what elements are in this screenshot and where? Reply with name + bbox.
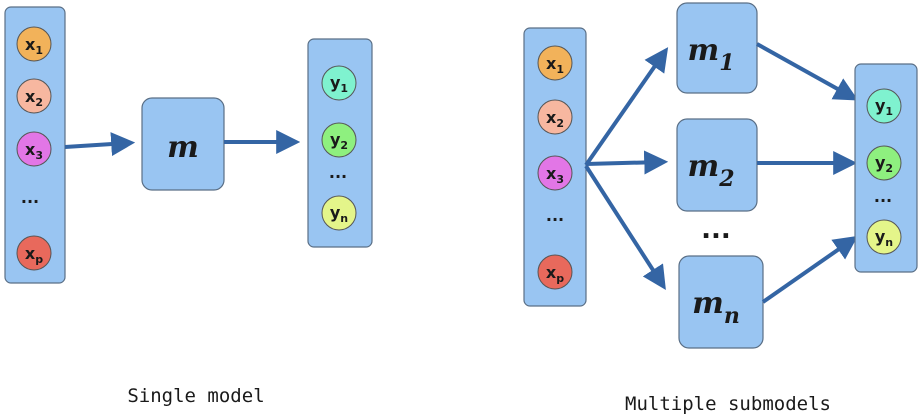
right-model-box-1 [676, 2, 758, 94]
svg-text:y2: y2 [330, 130, 348, 152]
model-subscript: 1 [719, 50, 734, 76]
node-subscript: 1 [35, 44, 43, 57]
node-circle [16, 131, 52, 167]
node-label: x [25, 35, 36, 54]
node-circle [537, 155, 573, 191]
left-input-x3: x3 [16, 131, 52, 167]
left-output-ellipsis: ... [329, 163, 347, 182]
node-label: x [546, 54, 557, 73]
svg-text:x3: x3 [546, 164, 564, 186]
node-circle [321, 122, 357, 158]
left-output-y2: y2 [321, 122, 357, 158]
node-subscript: 3 [556, 173, 564, 186]
model-label: m [692, 286, 724, 321]
node-label: y [330, 73, 341, 92]
left-output-yn: yn [321, 195, 357, 231]
left-model-label: m [167, 130, 199, 165]
svg-text:x1: x1 [546, 54, 564, 76]
node-subscript: 2 [556, 117, 564, 130]
node-circle [866, 219, 902, 255]
svg-text:yn: yn [330, 203, 348, 225]
node-subscript: p [556, 272, 564, 285]
node-label: x [546, 164, 557, 183]
svg-text:y2: y2 [875, 153, 893, 175]
left-output-y1: y1 [321, 65, 357, 101]
model-subscript: n [724, 303, 740, 329]
svg-text:y1: y1 [875, 96, 893, 118]
svg-text:yn: yn [875, 227, 893, 249]
right-input-ellipsis: ... [546, 206, 564, 225]
node-label: x [546, 263, 557, 282]
node-label: y [875, 227, 886, 246]
model-label: m [687, 33, 719, 68]
node-circle [321, 195, 357, 231]
svg-text:m2: m2 [687, 149, 734, 192]
model-label: m [687, 149, 719, 184]
node-label: x [25, 140, 36, 159]
node-subscript: 1 [556, 63, 564, 76]
node-subscript: 1 [885, 105, 893, 118]
node-subscript: 2 [35, 96, 43, 109]
right-output-y2: y2 [866, 145, 902, 181]
node-subscript: 1 [340, 82, 348, 95]
node-subscript: n [885, 236, 893, 249]
node-circle [866, 88, 902, 124]
left-arrow-input-to-model [64, 132, 136, 157]
node-circle [16, 235, 52, 271]
svg-text:m: m [167, 130, 199, 165]
node-subscript: 2 [885, 162, 893, 175]
node-label: y [330, 203, 341, 222]
right-arrow-m1-to-y1 [756, 42, 859, 101]
left-input-x1: x1 [16, 26, 52, 62]
right-arrow-input-to-m1 [584, 47, 669, 167]
node-label: y [330, 130, 341, 149]
right-model-ellipsis: ... [701, 215, 731, 245]
node-label: x [25, 87, 36, 106]
svg-text:x3: x3 [25, 140, 43, 162]
left-input-xp: xp [16, 235, 52, 271]
node-circle [537, 254, 573, 290]
svg-text:y1: y1 [330, 73, 348, 95]
right-output-yn: yn [866, 219, 902, 255]
left-input-x2: x2 [16, 78, 52, 114]
node-circle [537, 45, 573, 81]
right-input-x3: x3 [537, 155, 573, 191]
svg-text:x1: x1 [25, 35, 43, 57]
svg-text:mn: mn [692, 286, 740, 329]
right-input-x1: x1 [537, 45, 573, 81]
svg-text:x2: x2 [25, 87, 43, 109]
node-label: y [875, 96, 886, 115]
right-arrow-mn-to-yn [761, 235, 858, 304]
node-circle [866, 145, 902, 181]
model-subscript: 2 [718, 166, 734, 192]
right-output-y1: y1 [866, 88, 902, 124]
node-subscript: 2 [340, 139, 348, 152]
node-circle [321, 65, 357, 101]
left-input-ellipsis: ... [21, 188, 39, 207]
node-label: x [546, 108, 557, 127]
node-circle [537, 99, 573, 135]
right-input-xp: xp [537, 254, 573, 290]
left-caption: Single model [127, 385, 264, 407]
right-output-ellipsis: ... [874, 187, 892, 206]
node-label: y [875, 153, 886, 172]
svg-text:xp: xp [546, 263, 564, 285]
right-caption: Multiple submodels [625, 393, 831, 415]
svg-text:xp: xp [25, 244, 43, 266]
right-arrow-input-to-m2 [585, 150, 669, 175]
node-label: x [25, 244, 36, 263]
node-subscript: n [340, 212, 348, 225]
svg-text:x2: x2 [546, 108, 564, 130]
right-arrow-input-to-mn [584, 164, 666, 291]
right-input-x2: x2 [537, 99, 573, 135]
svg-text:m1: m1 [687, 33, 734, 76]
node-circle [16, 26, 52, 62]
node-circle [16, 78, 52, 114]
node-subscript: 3 [35, 149, 43, 162]
node-subscript: p [35, 253, 43, 266]
